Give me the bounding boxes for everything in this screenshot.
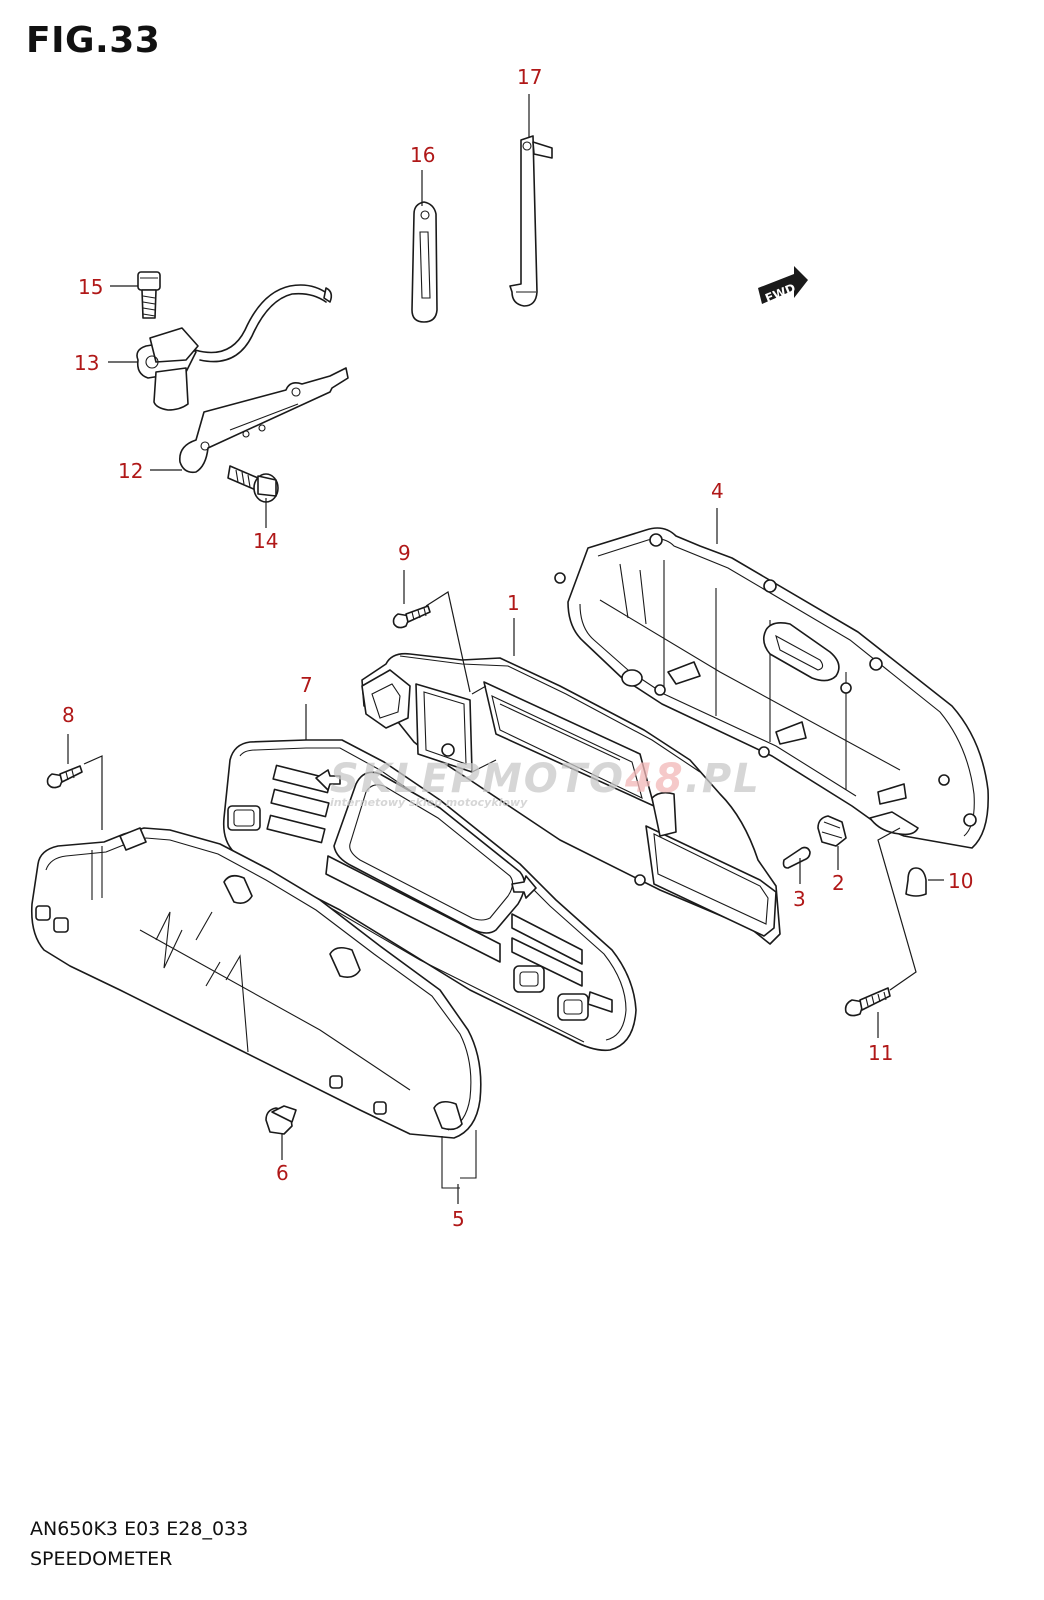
callout-8: 8 [62,703,75,727]
watermark-brand-d: .PL [685,756,761,802]
part-2-bulb-socket [817,815,847,847]
leader-lines [67,94,944,1204]
part-13-speed-sensor [136,284,333,411]
part-6-grommet [265,1105,297,1135]
diagram-name: SPEEDOMETER [30,1548,173,1570]
part-5-outer-cover [30,827,482,1189]
part-3-bulb [782,846,811,869]
callout-6: 6 [276,1161,289,1185]
part-16-bracket-strap [411,201,438,323]
callout-7: 7 [300,673,313,697]
callout-13: 13 [74,351,99,375]
callout-3: 3 [793,887,806,911]
part-7-meter-panel [222,739,637,1052]
callout-9: 9 [398,541,411,565]
watermark-tagline: internetowy sklep motocyklowy [330,796,528,809]
part-17-bracket-rod [509,135,553,307]
model-code: AN650K3 E03 E28_033 [30,1518,249,1540]
callout-12: 12 [118,459,143,483]
callout-11: 11 [868,1041,893,1065]
part-12-sensor-bracket [179,367,349,474]
fwd-direction-arrow: FWD [758,266,808,306]
part-9-screw [392,605,431,629]
watermark-brand-a: SKLEP [330,756,482,802]
callout-14: 14 [253,529,278,553]
part-14-flange-bolt [227,465,279,503]
part-11-screw [844,987,891,1017]
part-4-lower-case [554,527,989,849]
callout-17: 17 [517,65,542,89]
part-1-meter-assembly [361,652,781,945]
callout-16: 16 [410,143,435,167]
figure-title: FIG.33 [26,20,161,61]
callout-1: 1 [507,591,520,615]
callout-10: 10 [948,869,973,893]
callout-4: 4 [711,479,724,503]
part-10-cap [905,867,927,897]
callout-15: 15 [78,275,103,299]
watermark-brand-b: MOTO [482,756,625,802]
watermark-brand-c: 48 [624,756,685,802]
part-8-screw [46,765,83,789]
svg-text:SKLEPMOTO48.PL: SKLEPMOTO48.PL [330,756,761,802]
watermark: SKLEPMOTO48.PL internetowy sklep motocyk… [330,756,761,809]
callout-2: 2 [832,871,845,895]
callout-5: 5 [452,1207,465,1231]
callouts: 17 16 15 13 12 14 4 9 1 7 8 3 2 10 11 6 … [62,65,973,1231]
part-15-bolt [137,271,161,319]
